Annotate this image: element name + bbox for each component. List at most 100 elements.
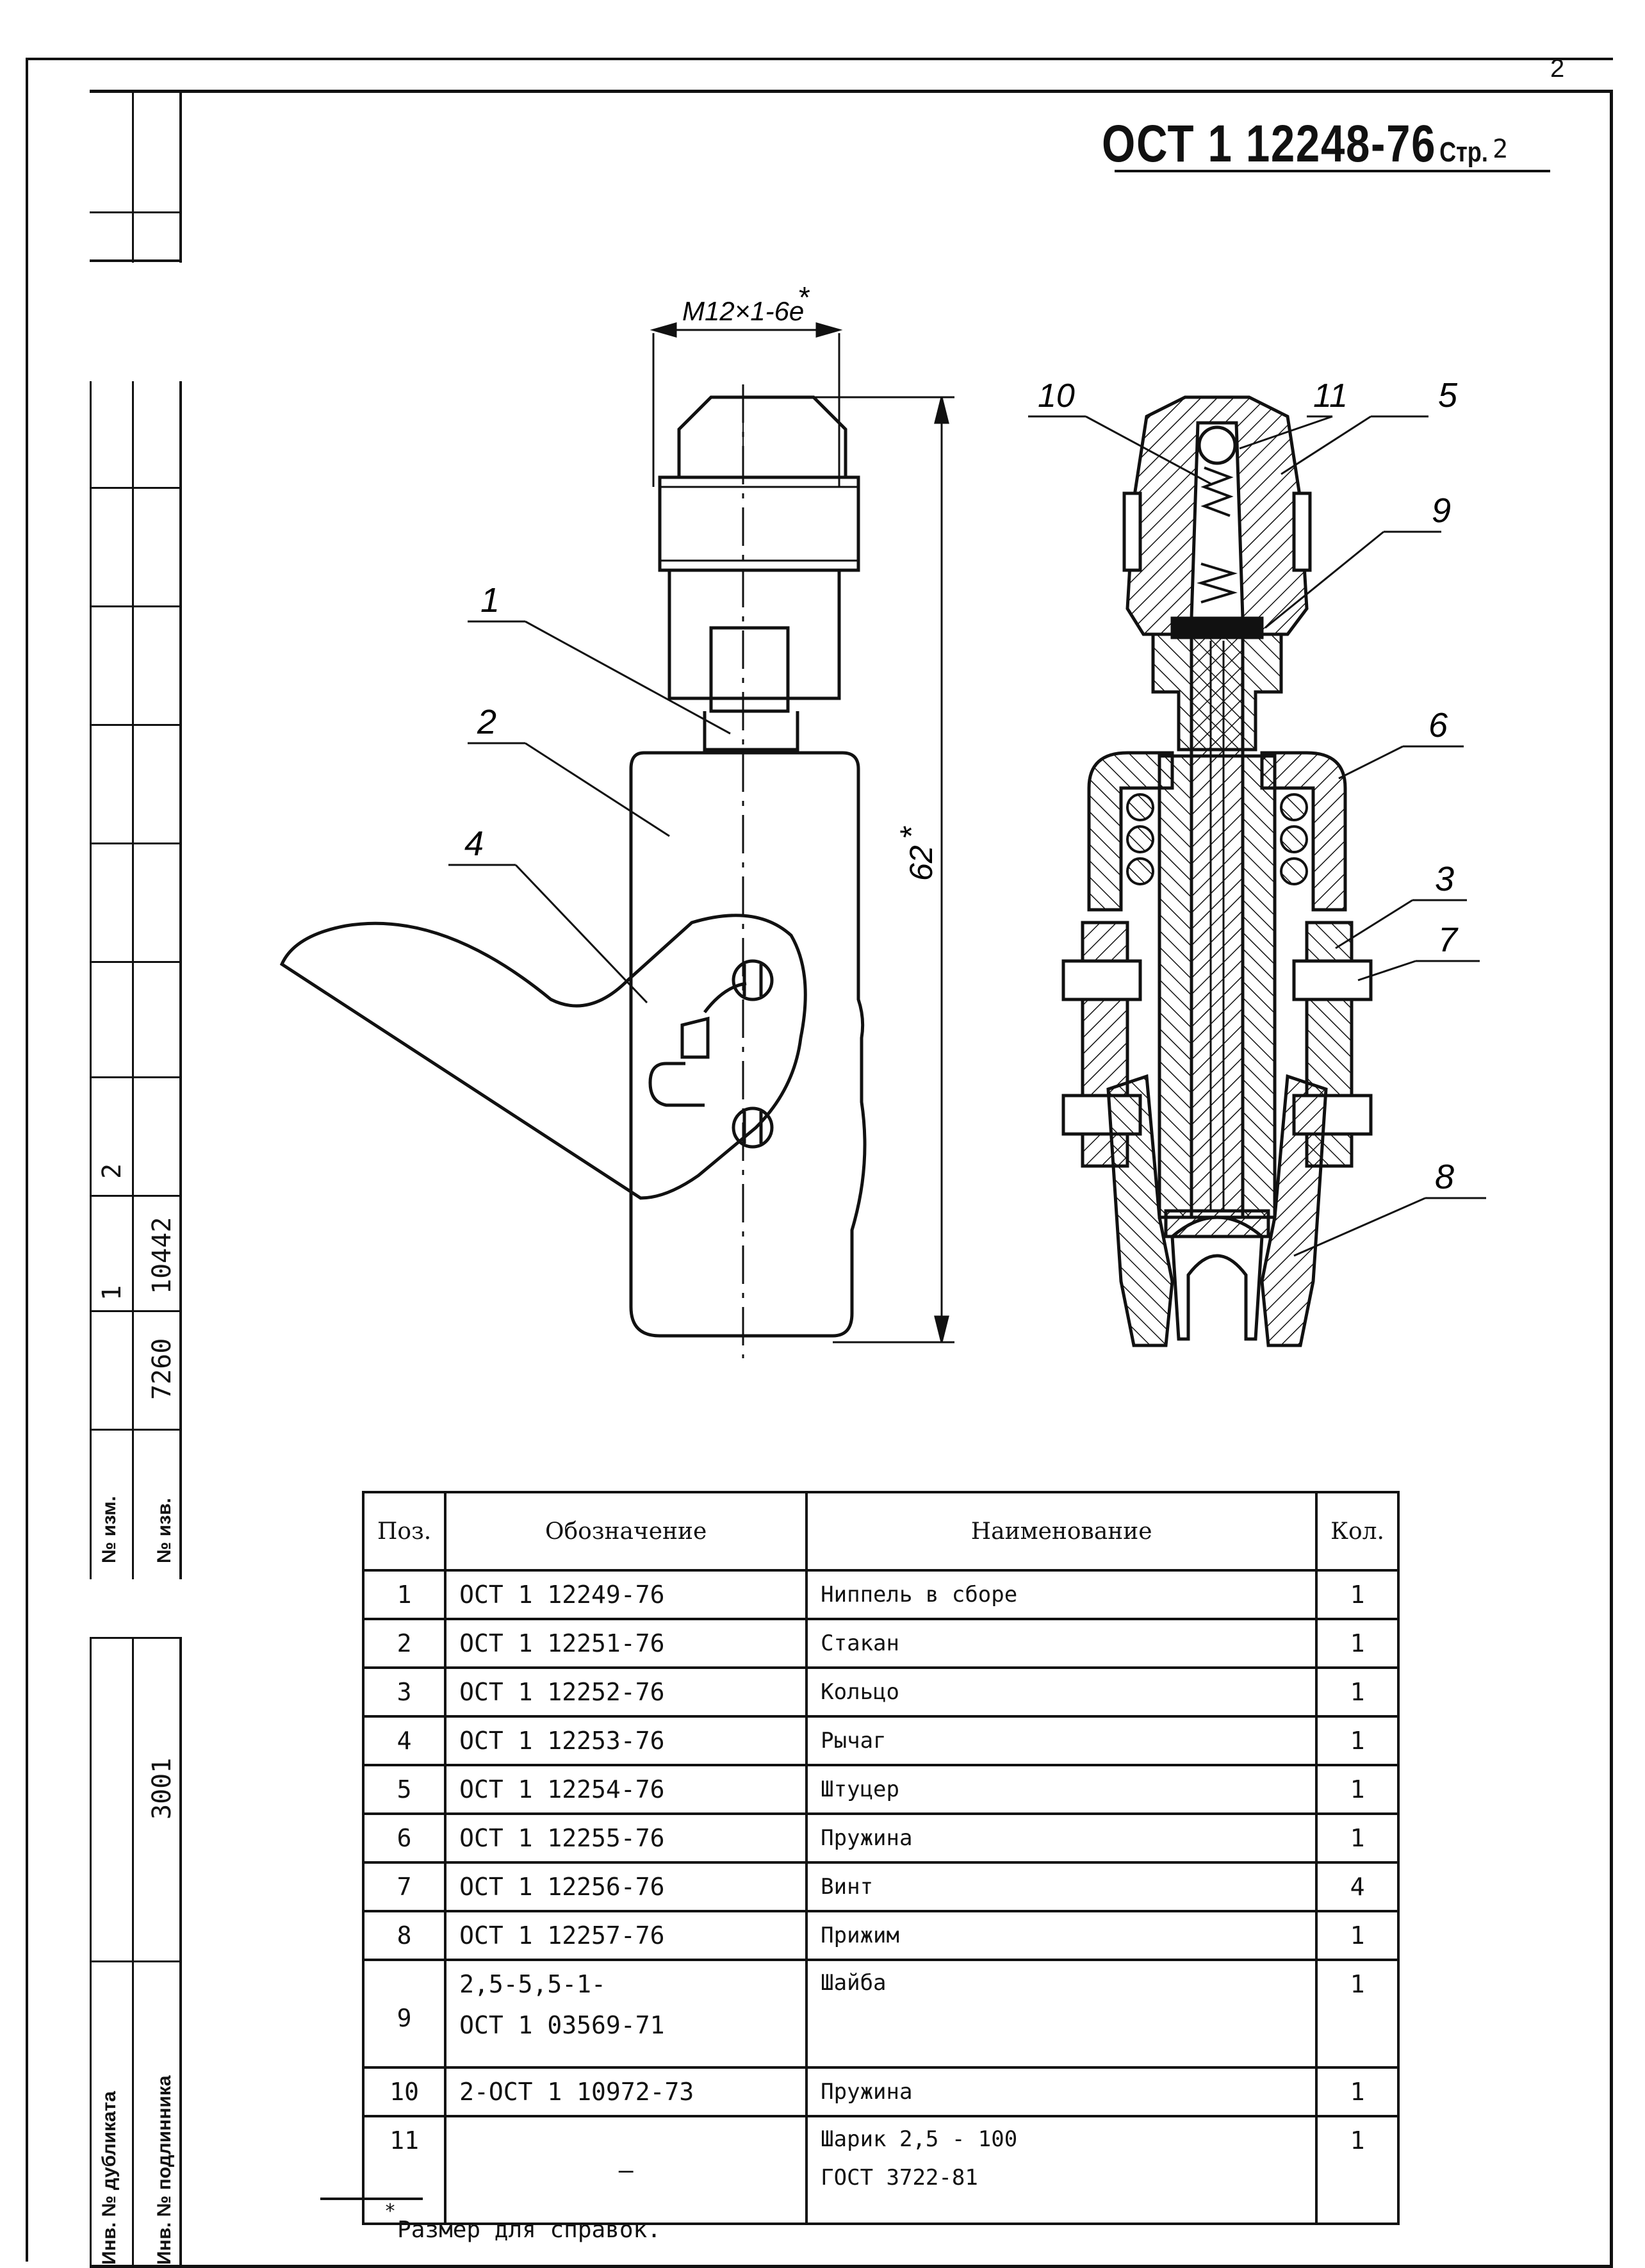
callout-1: 1 bbox=[480, 581, 500, 620]
header-name: Наименование bbox=[805, 1491, 1318, 1572]
stamp-rule bbox=[90, 1076, 179, 1078]
stamp-divider bbox=[90, 381, 92, 1579]
stamp-rule bbox=[90, 211, 179, 213]
length-dim-label: 62 bbox=[903, 845, 939, 881]
stamp-rule bbox=[90, 724, 179, 726]
stamp-rule bbox=[90, 1960, 179, 1962]
row-name: Шайба bbox=[805, 1959, 1318, 2069]
header-qty: Кол. bbox=[1315, 1491, 1400, 1572]
original-label: Инв. № подлинника bbox=[154, 2075, 175, 2265]
row-name: Ниппель в сборе bbox=[805, 1569, 1318, 1620]
row-code-line2: ОСТ 1 03569-71 bbox=[459, 2011, 665, 2039]
side-stamp: 1 7260 2 10442 № изм. № изв. 3001 Инв. №… bbox=[90, 90, 183, 2268]
row-qty: 4 bbox=[1315, 1861, 1400, 1912]
row-pos: 5 bbox=[361, 1764, 447, 1815]
table-row: 9 2,5-5,5-1-ОСТ 1 03569-71 Шайба 1 bbox=[361, 1959, 1400, 2069]
length-dim-ref: * bbox=[894, 826, 929, 839]
row-qty: 1 bbox=[1315, 1666, 1400, 1718]
row-pos: 10 bbox=[361, 2066, 447, 2117]
row-pos: 4 bbox=[361, 1715, 447, 1766]
row-code: ОСТ 1 12249-76 bbox=[444, 1569, 808, 1620]
row-pos: 6 bbox=[361, 1812, 447, 1864]
stamp-rule bbox=[90, 961, 179, 963]
section-leaders bbox=[1028, 415, 1486, 1257]
page-value: 2 bbox=[1493, 135, 1509, 164]
thread-dim-ref: * bbox=[798, 281, 810, 314]
section-view bbox=[1061, 395, 1373, 1347]
callout-7: 7 bbox=[1438, 921, 1459, 959]
stamp-divider bbox=[132, 90, 134, 263]
row-code: — bbox=[444, 2115, 808, 2225]
row-code: ОСТ 1 12256-76 bbox=[444, 1861, 808, 1912]
thread-dimension bbox=[650, 322, 843, 487]
row-code: ОСТ 1 12257-76 bbox=[444, 1910, 808, 1961]
stamp-divider bbox=[179, 1637, 182, 2268]
callout-5: 5 bbox=[1438, 376, 1458, 415]
row-name: Прижим bbox=[805, 1910, 1318, 1961]
duplicate-label: Инв. № дубликата bbox=[99, 2091, 120, 2265]
stamp-rule bbox=[90, 1429, 179, 1431]
row-code: ОСТ 1 12251-76 bbox=[444, 1618, 808, 1669]
row-code: 2,5-5,5-1- ОСТ 1 03569-71 bbox=[444, 1959, 808, 2069]
row-qty: 1 bbox=[1315, 1764, 1400, 1815]
callout-4: 4 bbox=[464, 825, 484, 863]
callout-11: 11 bbox=[1313, 377, 1348, 415]
stamp-rule bbox=[90, 1310, 179, 1312]
stamp-divider bbox=[179, 90, 182, 263]
row-qty: 1 bbox=[1315, 1910, 1400, 1961]
exterior-leaders bbox=[448, 620, 731, 1004]
stamp-divider bbox=[132, 381, 134, 1579]
row-name: Штуцер bbox=[805, 1764, 1318, 1815]
row-pos: 2 bbox=[361, 1618, 447, 1669]
header-code: Обозначение bbox=[444, 1491, 808, 1572]
row-code: ОСТ 1 12253-76 bbox=[444, 1715, 808, 1766]
stamp-rule bbox=[90, 259, 179, 262]
thread-dim-label: M12×1-6e bbox=[682, 296, 804, 326]
row-code: 2-ОСТ 1 10972-73 bbox=[444, 2066, 808, 2117]
row-code: ОСТ 1 12252-76 bbox=[444, 1666, 808, 1718]
row-qty: 1 bbox=[1315, 1959, 1400, 2069]
row-name-line2: ГОСТ 3722-81 bbox=[821, 2165, 978, 2190]
row-qty: 1 bbox=[1315, 1812, 1400, 1864]
page-label: Стр. bbox=[1439, 136, 1488, 168]
stamp-divider bbox=[179, 381, 182, 1579]
row-name-line1: Шарик 2,5 - 100 bbox=[821, 2126, 1018, 2152]
row-name: Пружина bbox=[805, 2066, 1318, 2117]
row-code-line1: 2,5-5,5-1- bbox=[459, 1970, 606, 1998]
outer-border-left bbox=[26, 58, 28, 2262]
row-name: Винт bbox=[805, 1861, 1318, 1912]
original-number: 3001 bbox=[147, 1757, 177, 1820]
doc-label: № изв. bbox=[154, 1498, 175, 1563]
stamp-rule bbox=[90, 1637, 179, 1639]
row-name: Пружина bbox=[805, 1812, 1318, 1864]
exterior-view bbox=[279, 384, 867, 1358]
footnote-mark: * bbox=[384, 2200, 397, 2223]
row-qty: 1 bbox=[1315, 2115, 1400, 2225]
footnote-rule bbox=[320, 2198, 423, 2200]
row-qty: 1 bbox=[1315, 2066, 1400, 2117]
row-pos: 7 bbox=[361, 1861, 447, 1912]
row-name: Стакан bbox=[805, 1618, 1318, 1669]
row-pos: 3 bbox=[361, 1666, 447, 1718]
callout-6: 6 bbox=[1428, 706, 1448, 744]
stamp-rule bbox=[90, 487, 179, 489]
callout-8: 8 bbox=[1435, 1158, 1454, 1196]
stamp-rule bbox=[90, 605, 179, 607]
row-qty: 1 bbox=[1315, 1715, 1400, 1766]
change-label: № изм. bbox=[99, 1496, 120, 1563]
stamp-divider bbox=[90, 1637, 92, 2268]
row-name: Кольцо bbox=[805, 1666, 1318, 1718]
length-dimension bbox=[814, 396, 954, 1344]
footnote: *Размер для справок. bbox=[384, 2200, 661, 2243]
callout-10: 10 bbox=[1038, 377, 1075, 415]
